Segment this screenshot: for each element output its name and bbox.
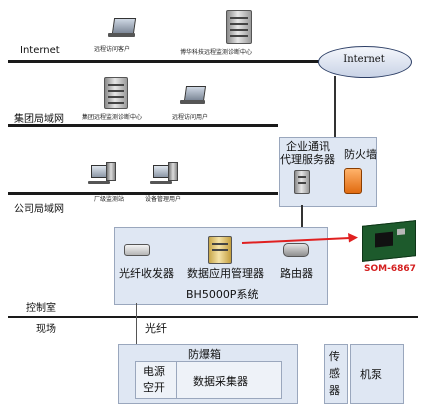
remote-user-label: 远程访问用户	[172, 114, 209, 121]
server-icon	[104, 77, 128, 109]
zone-label-group-lan: 集团局域网	[14, 114, 64, 125]
som-arrow	[241, 233, 358, 244]
monitor-icon	[153, 165, 169, 178]
data-collector-label: 数据采集器	[193, 375, 248, 388]
bohua-center-label: 博华科技远程监测诊断中心	[180, 49, 253, 56]
fiber-connector	[136, 303, 137, 345]
remote-client-label: 远程访问客户	[94, 46, 131, 53]
som-label: SOM-6867	[364, 264, 416, 274]
proxy-server-icon	[294, 170, 310, 194]
fiber-label: 光纤	[145, 322, 167, 335]
computer-tower-icon	[168, 162, 178, 181]
zone-label-field: 现场	[36, 324, 56, 335]
laptop-icon	[111, 18, 137, 34]
group-center-label: 集团远程监测诊断中心	[82, 114, 143, 121]
computer-tower-icon	[106, 162, 116, 181]
data-collector-cell	[176, 361, 282, 399]
internet-cloud-label: Internet	[343, 54, 385, 65]
sensor-label-char3: 器	[329, 384, 340, 397]
server-icon	[226, 10, 252, 44]
som-board-icon	[362, 220, 416, 262]
system-name-label: BH5000P系统	[186, 288, 259, 301]
keyboard-icon	[150, 181, 172, 184]
firewall-icon	[344, 168, 362, 194]
data-app-manager-icon	[208, 236, 232, 264]
router-label: 路由器	[280, 267, 313, 280]
pump-box	[350, 344, 404, 404]
equipment-user-label: 设备管理用户	[145, 196, 182, 203]
firewall-label: 防火墙	[344, 148, 377, 161]
power-switch-cell	[135, 361, 177, 399]
cloud-to-proxy-connector	[334, 76, 336, 137]
laptop-base-icon	[108, 33, 135, 37]
power-switch-label-line2: 空开	[143, 381, 165, 394]
pump-label: 机泵	[360, 368, 382, 381]
som-arrow-shaft	[241, 237, 351, 244]
explosion-proof-label: 防爆箱	[188, 348, 221, 361]
data-app-manager-label: 数据应用管理器	[187, 267, 264, 280]
som-arrow-head	[348, 233, 358, 243]
keyboard-icon	[88, 181, 110, 184]
proxy-to-system-connector	[301, 205, 303, 228]
enterprise-proxy-label-line2: 代理服务器	[280, 153, 335, 166]
sensor-box	[324, 344, 348, 404]
laptop-icon	[183, 86, 207, 101]
zone-label-company-lan: 公司局域网	[14, 204, 64, 215]
control-room-line	[8, 316, 418, 318]
power-switch-label-line1: 电源	[143, 365, 165, 378]
monitor-icon	[91, 165, 107, 178]
zone-label-internet: Internet	[20, 45, 60, 56]
sensor-label-char2: 感	[329, 367, 340, 380]
group-lan-line	[8, 124, 278, 127]
internet-cloud	[318, 46, 412, 78]
laptop-base-icon	[180, 100, 205, 104]
company-lan-line	[8, 192, 278, 195]
internet-line	[8, 60, 338, 63]
fiber-transceiver-label: 光纤收发器	[119, 267, 174, 280]
sensor-label-char1: 传	[329, 350, 340, 363]
zone-label-control-room: 控制室	[26, 303, 56, 314]
router-icon	[283, 243, 309, 257]
plant-station-label: 厂级监测站	[94, 196, 125, 203]
fiber-transceiver-icon	[124, 244, 150, 256]
enterprise-proxy-label-line1: 企业通讯	[286, 140, 330, 153]
